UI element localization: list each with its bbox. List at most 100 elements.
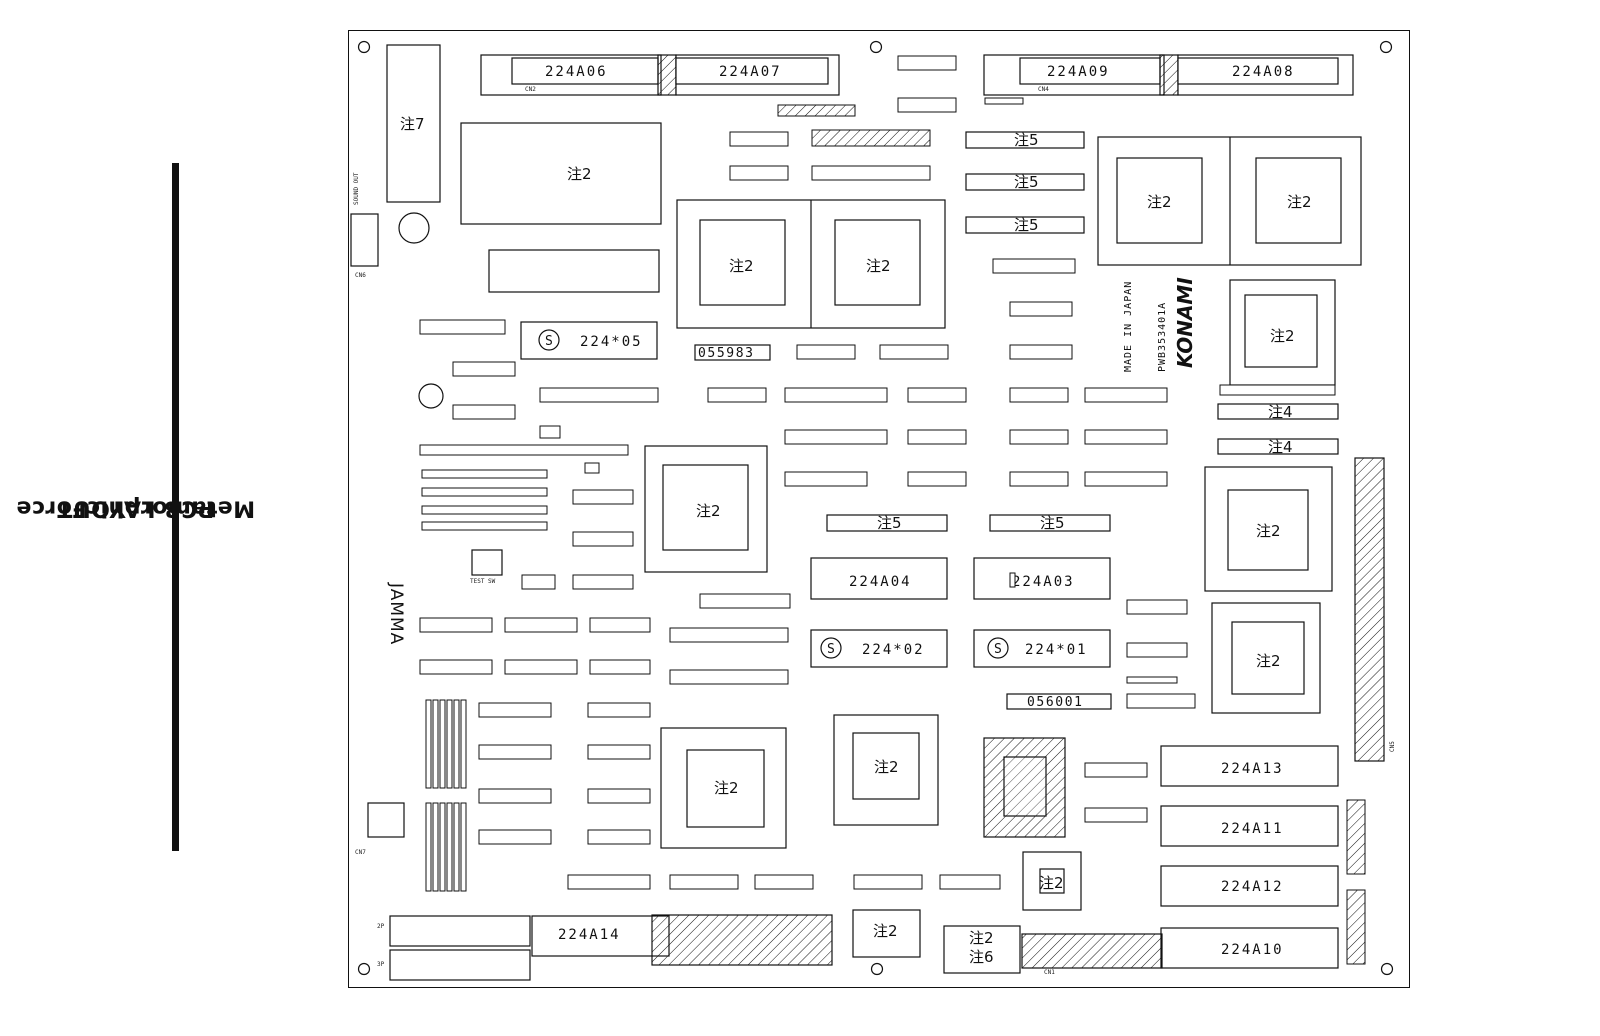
small-dip-chip xyxy=(853,874,923,890)
small-dip-chip xyxy=(572,574,634,590)
note2-label: 注2 xyxy=(696,502,721,520)
small-dip-chip xyxy=(504,659,578,675)
rom-224a08 xyxy=(1177,57,1339,85)
rom-label-224a14: 224A14 xyxy=(558,927,621,943)
hatched-block-inner xyxy=(1003,756,1047,817)
resistor-pack xyxy=(432,699,439,789)
small-dip-chip xyxy=(572,489,634,505)
note2-label: 注2 xyxy=(714,779,739,797)
note4-label: 注4 xyxy=(1268,438,1293,456)
note2-label: 注2 xyxy=(729,257,754,275)
rom-label-224x05: 224*05 xyxy=(580,334,643,350)
socket-mark-circle xyxy=(987,637,1009,659)
small-dip-chip xyxy=(1126,693,1196,709)
note2-label: 注2 xyxy=(873,922,898,940)
ic-dip-long xyxy=(488,249,660,293)
note2-label: 注2 xyxy=(1256,652,1281,670)
note6-label: 注6 xyxy=(969,948,994,966)
test-sw-label: TEST SW xyxy=(470,578,496,585)
rom-label-224a07: 224A07 xyxy=(719,64,782,80)
note5-label: 注5 xyxy=(877,514,902,532)
note7-label: 注7 xyxy=(400,115,425,133)
note5-label: 注5 xyxy=(1014,131,1039,149)
note2-label: 注2 xyxy=(1270,327,1295,345)
qfp-chip xyxy=(686,749,765,828)
chip-note5 xyxy=(826,514,948,532)
rom-label-224x02: 224*02 xyxy=(862,642,925,658)
hatched-strip xyxy=(777,104,856,117)
small-dip-chip xyxy=(879,344,949,360)
rom-label-224a08: 224A08 xyxy=(1232,64,1295,80)
small-dip-chip xyxy=(1219,384,1336,396)
socket-mark: S xyxy=(994,642,1003,657)
custom-label-055983: 055983 xyxy=(698,346,755,361)
cn4-label: CN4 xyxy=(1038,86,1049,93)
side-rule xyxy=(172,163,179,851)
small-dip-chip xyxy=(669,669,789,685)
chip-note5 xyxy=(965,131,1085,149)
qfp-chip xyxy=(852,732,920,800)
qfp-chip xyxy=(834,219,921,306)
small-dip-chip xyxy=(478,788,552,804)
chip-small-note2-inner xyxy=(1039,868,1065,894)
cn5-label: CN5 xyxy=(1389,741,1396,752)
resistor-pack xyxy=(446,699,453,789)
small-dip-chip xyxy=(419,444,629,456)
rom-label-224a12: 224A12 xyxy=(1221,879,1284,895)
socket-mark: S xyxy=(545,334,554,349)
cn6-label: CN6 xyxy=(355,272,366,279)
rom-hatch-link xyxy=(657,54,677,96)
small-dip-chip xyxy=(419,659,493,675)
rom-label-224a13: 224A13 xyxy=(1221,761,1284,777)
note2-label: 注2 xyxy=(1147,193,1172,211)
resistor-pack xyxy=(432,802,439,892)
small-dip-chip xyxy=(589,659,651,675)
small-dip-chip xyxy=(1009,344,1073,360)
qfp-chip xyxy=(662,464,749,551)
resistor-pack xyxy=(425,802,432,892)
ic-large-left xyxy=(460,122,662,225)
rom-label-224x01: 224*01 xyxy=(1025,642,1088,658)
small-dip-chip xyxy=(452,404,516,420)
small-dip-chip xyxy=(1009,429,1069,445)
small-dip-chip xyxy=(939,874,1001,890)
cn1-label: CN1 xyxy=(1044,969,1055,976)
pcb-number: PWB353401A xyxy=(1157,302,1168,372)
small-dip-chip xyxy=(452,361,516,377)
rom-label-224a09: 224A09 xyxy=(1047,64,1110,80)
note2-label: 注2 xyxy=(1256,522,1281,540)
note5-label: 注5 xyxy=(1014,173,1039,191)
cn3p-connector xyxy=(389,949,531,981)
small-dip-chip xyxy=(784,429,888,445)
small-dip-chip xyxy=(478,702,552,718)
rom-224a03 xyxy=(973,557,1111,600)
qfp-chip xyxy=(1116,157,1203,244)
chip-small-note2 xyxy=(852,909,921,958)
custom-055983 xyxy=(694,344,771,361)
socket-mark: S xyxy=(827,642,836,657)
chip-note5 xyxy=(965,216,1085,234)
socket-mark-circle xyxy=(538,329,560,351)
small-dip-chip xyxy=(587,829,651,845)
small-dip-chip xyxy=(907,387,967,403)
rom-label-224a06: 224A06 xyxy=(545,64,608,80)
mounting-hole xyxy=(1379,40,1393,54)
small-dip-chip xyxy=(699,593,791,609)
rom-224a04 xyxy=(810,557,948,600)
note5-label: 注5 xyxy=(1040,514,1065,532)
resistor-pack xyxy=(453,699,460,789)
rom-224a07 xyxy=(675,57,829,85)
chip-note4 xyxy=(1217,438,1339,455)
small-dip-chip xyxy=(1009,471,1069,487)
socket-mark-circle xyxy=(820,637,842,659)
small-dip-chip xyxy=(587,744,651,760)
rom-224a11 xyxy=(1160,805,1339,847)
hatched-connector xyxy=(651,914,833,966)
small-dip-chip xyxy=(784,471,868,487)
cn7-label: CN7 xyxy=(355,849,366,856)
rom-224a13 xyxy=(1160,745,1339,787)
mounting-hole xyxy=(1380,962,1394,976)
cn5-connector xyxy=(1354,457,1385,762)
chip-note2-note6 xyxy=(943,925,1021,974)
small-dip-chip xyxy=(729,165,789,181)
